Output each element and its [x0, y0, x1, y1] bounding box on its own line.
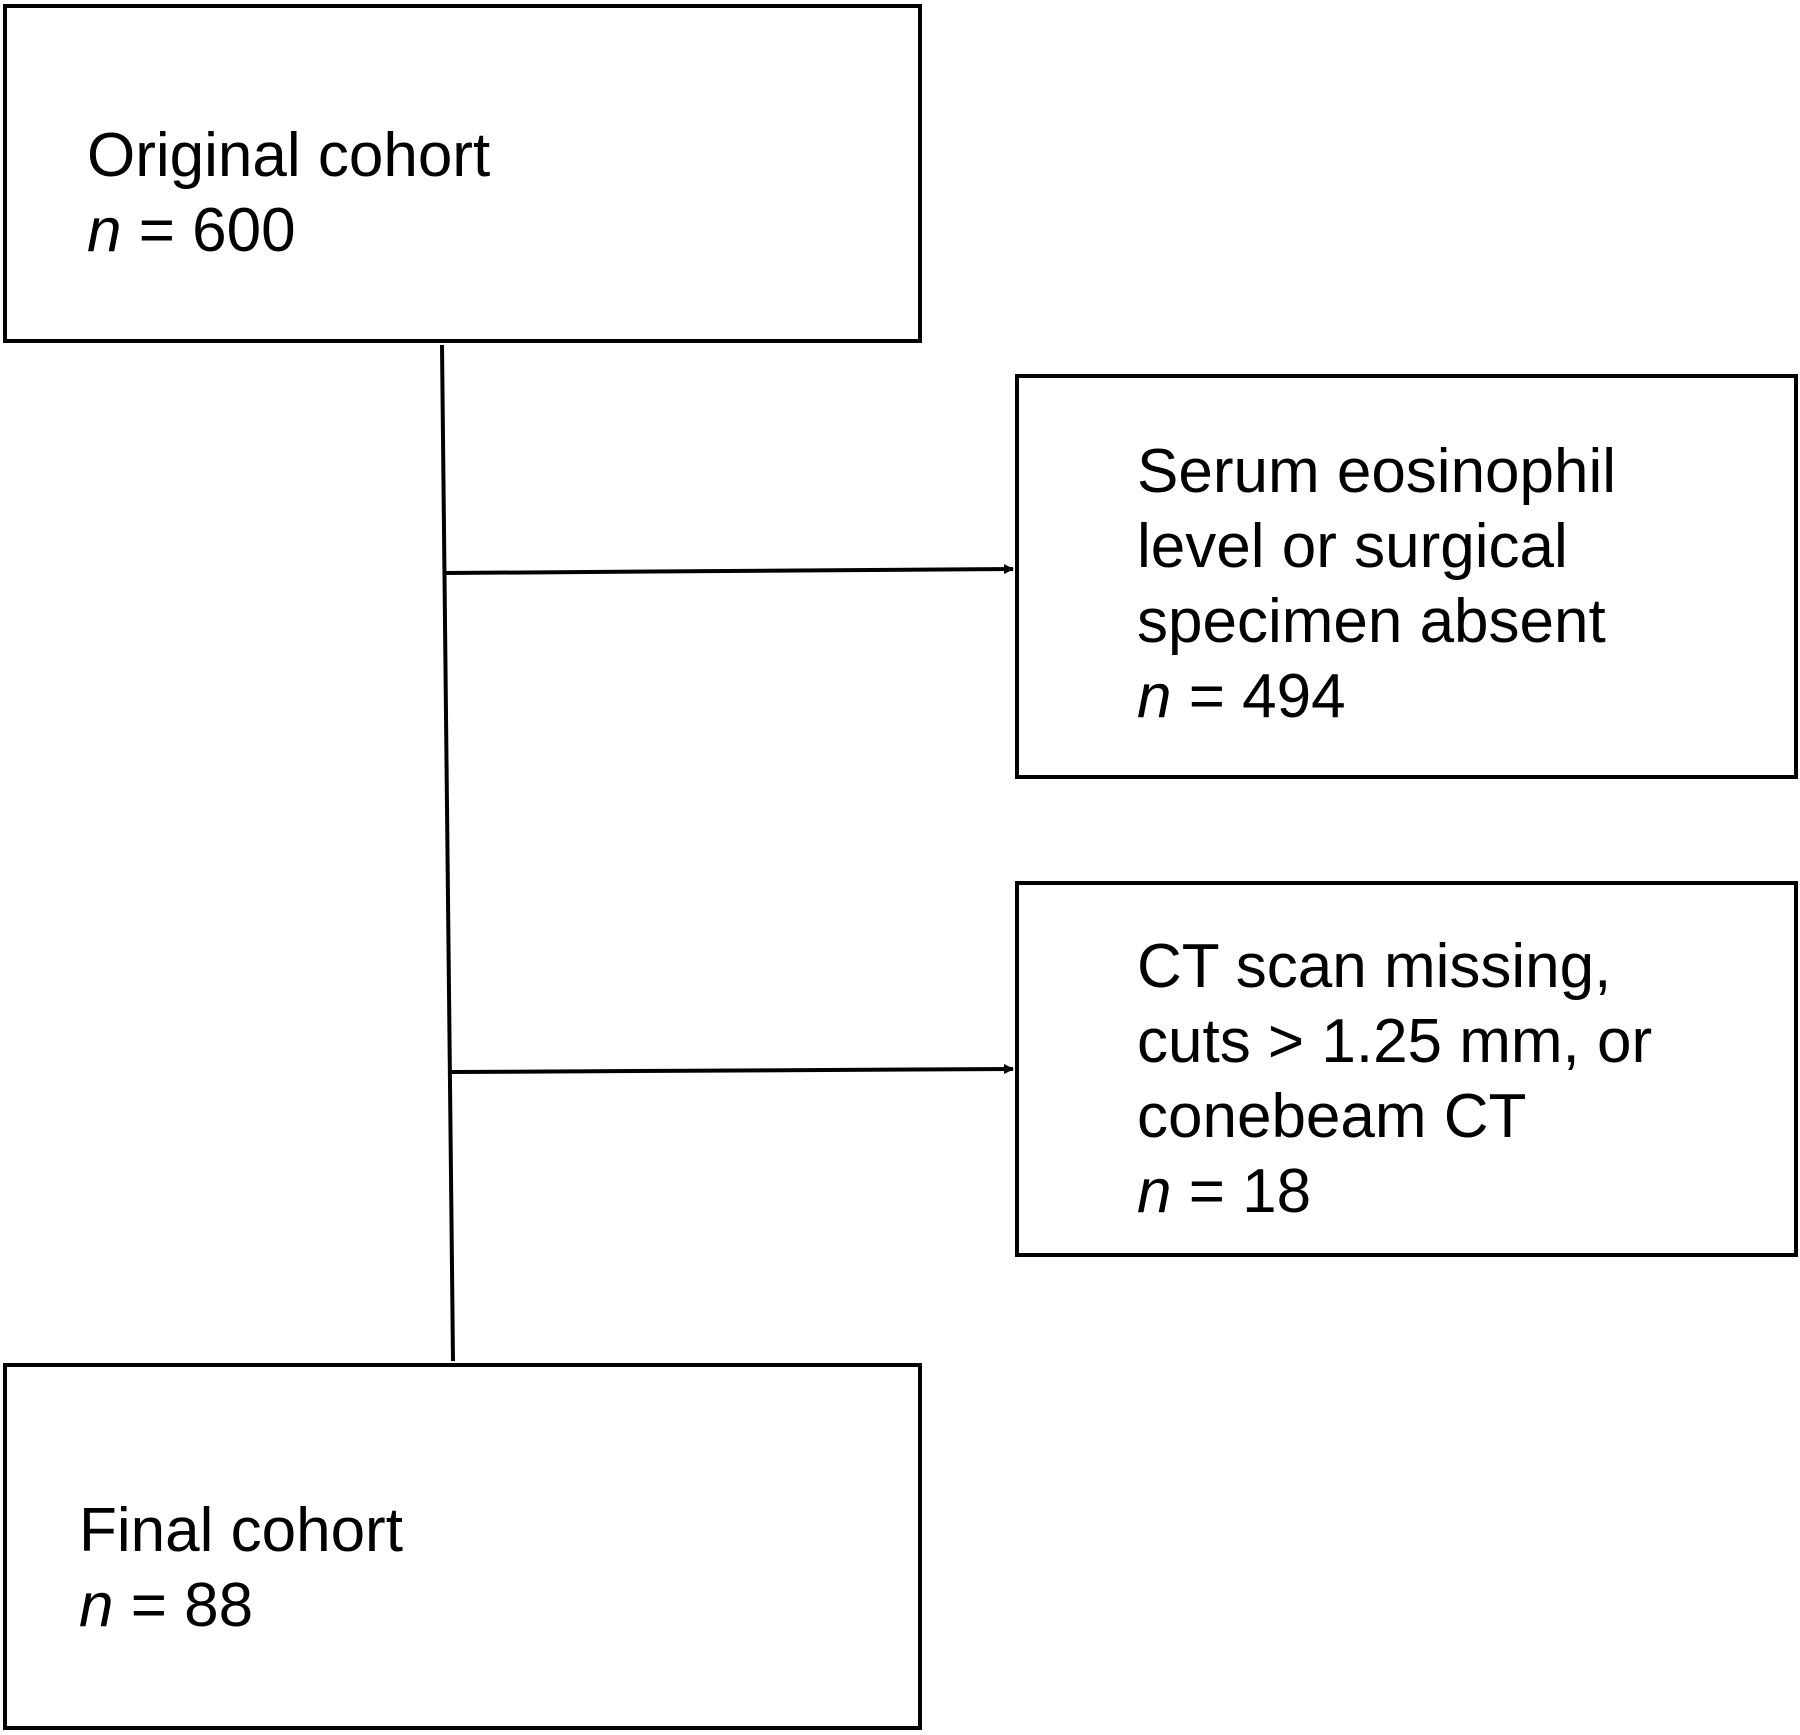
original-cohort-box: Original cohort n = 600	[3, 4, 922, 343]
final-cohort-count: n = 88	[79, 1568, 403, 1643]
exclusion-ct-count: n = 18	[1137, 1154, 1652, 1229]
exclusion-eosinophil-line-2: level or surgical	[1137, 512, 1568, 581]
exclusion-eosinophil-text: Serum eosinophil level or surgical speci…	[1137, 434, 1616, 734]
n-symbol: n	[79, 1571, 114, 1640]
final-cohort-label: Final cohort	[79, 1496, 403, 1565]
exclusion-ct-text: CT scan missing, cuts > 1.25 mm, or cone…	[1137, 929, 1652, 1229]
exclusion-eosinophil-line-1: Serum eosinophil	[1137, 437, 1617, 506]
final-cohort-box: Final cohort n = 88	[3, 1363, 922, 1730]
exclusion-arrow-2	[450, 1064, 1014, 1075]
exclusion-ct-line-1: CT scan missing,	[1137, 932, 1612, 1001]
exclusion-ct-line-2: cuts > 1.25 mm, or	[1137, 1007, 1653, 1076]
final-cohort-text: Final cohort n = 88	[79, 1493, 403, 1643]
original-cohort-text: Original cohort n = 600	[87, 118, 490, 268]
count-value: = 88	[113, 1571, 254, 1640]
original-cohort-count: n = 600	[87, 193, 490, 268]
main-flow-line	[440, 344, 455, 1362]
exclusion-eosinophil-count: n = 494	[1137, 659, 1616, 734]
exclusion-box-eosinophil: Serum eosinophil level or surgical speci…	[1015, 374, 1798, 779]
n-symbol: n	[1137, 1157, 1172, 1226]
n-symbol: n	[87, 196, 122, 265]
count-value: = 600	[121, 196, 296, 265]
exclusion-eosinophil-line-3: specimen absent	[1137, 587, 1606, 656]
exclusion-ct-line-3: conebeam CT	[1137, 1082, 1527, 1151]
original-cohort-label: Original cohort	[87, 121, 491, 190]
count-value: = 494	[1171, 662, 1346, 731]
exclusion-box-ct-scan: CT scan missing, cuts > 1.25 mm, or cone…	[1015, 881, 1798, 1257]
count-value: = 18	[1171, 1157, 1312, 1226]
exclusion-arrow-1	[445, 564, 1014, 575]
n-symbol: n	[1137, 662, 1172, 731]
